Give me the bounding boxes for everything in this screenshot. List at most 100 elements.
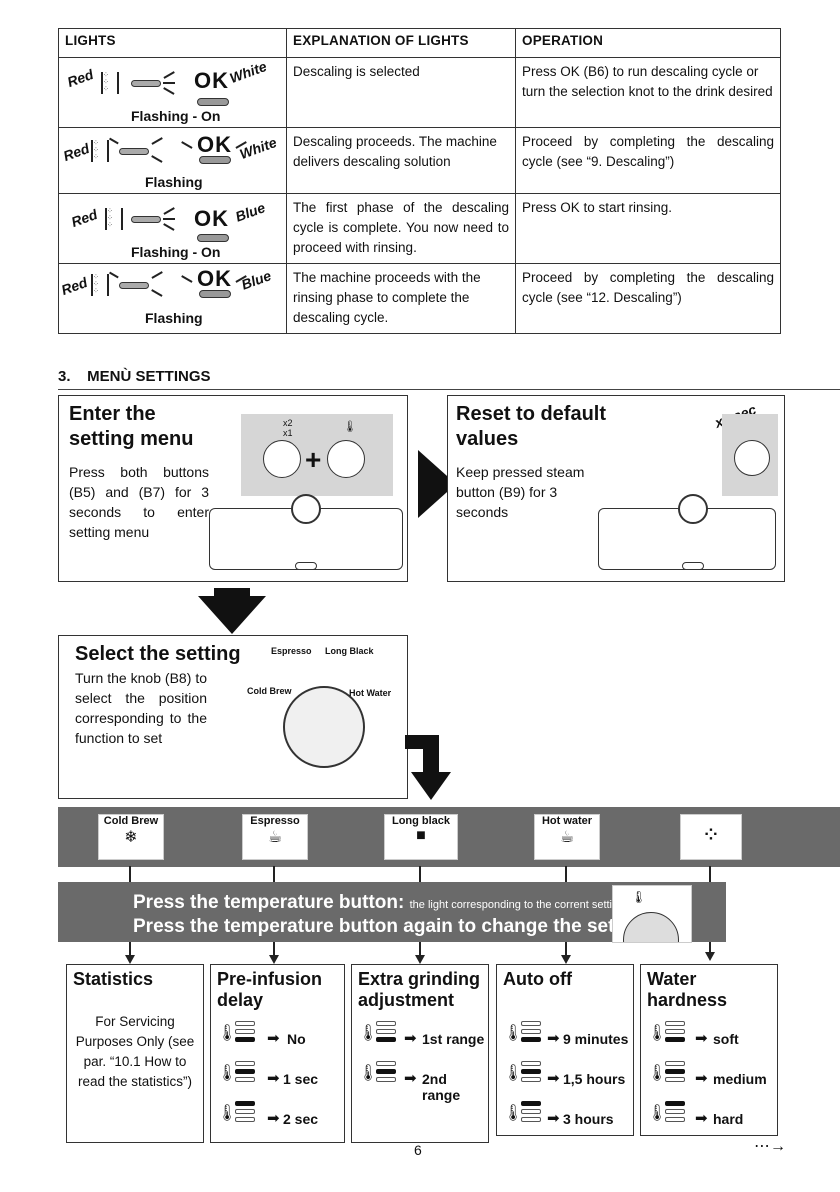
reset-text: Keep pressed steam button (B9) for 3 sec… — [456, 464, 585, 520]
tile-cold-brew: Cold Brew❄ — [98, 814, 164, 860]
arrow-icon: ➡ — [267, 1070, 280, 1087]
arrow-down-icon — [125, 955, 135, 964]
option-label: medium — [713, 1071, 767, 1087]
option-label: 1st range — [422, 1031, 485, 1047]
light-caption: Flashing - On — [131, 108, 221, 124]
explanation-cell: Descaling is selected — [286, 57, 516, 128]
reset-title: Reset to default values — [456, 403, 607, 450]
enter-setting-box: Enter the setting menu Press both button… — [58, 395, 408, 582]
option-label: hard — [713, 1111, 744, 1127]
arrow-icon: ➡ — [404, 1070, 417, 1087]
arrow-down-stem — [214, 588, 250, 596]
descale-icon: ⁘⁘⁘ — [91, 140, 109, 162]
thermometer-icon: 🌡 — [647, 1025, 668, 1042]
explanation-cell: The machine proceeds with the rinsing ph… — [286, 263, 516, 334]
descale-light — [131, 80, 161, 87]
header-lights: LIGHTS — [58, 28, 287, 58]
option-label: 2nd range — [422, 1071, 461, 1103]
tile-descale: ⁘ — [680, 814, 742, 860]
arrow-icon: ➡ — [404, 1030, 417, 1047]
card-title: Auto off — [503, 969, 572, 989]
option-label: 2 sec — [283, 1111, 319, 1127]
arrow-down-icon — [561, 955, 571, 964]
arrow-icon: ➡ — [267, 1030, 280, 1047]
operation-cell: Proceed by completing the descaling cycl… — [515, 263, 781, 334]
light-diagram: Red ⁘⁘⁘ OK Blue Flashing — [58, 263, 287, 334]
thermometer-icon: 🌡 — [217, 1065, 238, 1082]
tile-espresso: Espresso☕ — [242, 814, 308, 860]
steam-button — [734, 440, 770, 476]
select-text: Turn the knob (B8) to select the positio… — [75, 670, 207, 746]
card-extra-grinding: Extra grinding adjustment 🌡 ➡ 1st range … — [351, 964, 489, 1143]
light-diagram: Red ⁘⁘⁘ OK White Flashing - On — [58, 57, 287, 128]
arrow-down-icon — [269, 955, 279, 964]
operation-cell: Proceed by completing the descaling cycl… — [515, 127, 781, 194]
cup-size-button — [263, 440, 301, 478]
ok-label: OK — [197, 132, 232, 157]
explanation-cell: The first phase of the descaling cycle i… — [286, 193, 516, 264]
ok-light — [199, 156, 231, 164]
machine-slot — [682, 562, 704, 570]
option-label: No — [287, 1031, 306, 1047]
card-water-hardness: Water hardness 🌡 ➡ soft 🌡 ➡ medium 🌡 ➡ h… — [640, 964, 778, 1136]
lights-table: LIGHTS EXPLANATION OF LIGHTS OPERATION R… — [58, 28, 781, 334]
thermometer-icon: 🌡 — [217, 1105, 238, 1122]
ok-light — [197, 98, 229, 106]
descale-light — [119, 148, 149, 155]
thermometer-icon: 🌡 — [647, 1105, 668, 1122]
thermometer-icon: 🌡 — [343, 421, 357, 433]
arrow-icon: ➡ — [267, 1110, 280, 1127]
arrow-icon: ➡ — [695, 1110, 708, 1127]
section-divider — [58, 389, 840, 390]
header-explanation: EXPLANATION OF LIGHTS — [286, 28, 516, 58]
left-light-color: Red — [59, 273, 90, 299]
card-body: For Servicing Purposes Only (see par. “1… — [75, 1014, 195, 1089]
continue-arrow-icon: ⋯→ — [754, 1138, 786, 1155]
arrow-icon: ➡ — [547, 1070, 560, 1087]
option-label: 1 sec — [283, 1071, 319, 1087]
light-caption: Flashing — [145, 310, 203, 326]
dial-label-espresso: Espresso — [271, 646, 312, 656]
reset-setting-box: Reset to default values Keep pressed ste… — [447, 395, 785, 582]
tile-long-black: Long black■ — [384, 814, 458, 860]
machine-slot — [295, 562, 317, 570]
right-light-color: White — [227, 57, 269, 87]
left-light-color: Red — [61, 139, 92, 165]
descale-icon: ⁘⁘⁘ — [101, 72, 119, 94]
right-light-color: Blue — [233, 199, 268, 225]
right-light-color: White — [237, 133, 279, 163]
header-operation: OPERATION — [515, 28, 781, 58]
arrow-icon: ➡ — [547, 1110, 560, 1127]
card-pre-infusion: Pre-infusion delay 🌡 ➡ No 🌡 ➡ 1 sec 🌡 ➡ … — [210, 964, 345, 1143]
press-line1-note: the light corresponding to the corrent s… — [409, 899, 666, 911]
card-title: Statistics — [73, 969, 154, 989]
arrow-icon: ➡ — [547, 1030, 560, 1047]
card-auto-off: Auto off 🌡 ➡ 9 minutes 🌡 ➡ 1,5 hours 🌡 ➡… — [496, 964, 634, 1136]
dial-label-long-black: Long Black — [325, 646, 374, 656]
thermometer-icon: 🌡 — [358, 1065, 379, 1082]
descale-light — [119, 282, 149, 289]
page-number: 6 — [414, 1142, 422, 1158]
option-label: 3 hours — [563, 1111, 614, 1127]
option-label: soft — [713, 1031, 739, 1047]
tile-hot-water: Hot water☕ — [534, 814, 600, 860]
ok-label: OK — [197, 266, 232, 291]
option-label: 1,5 hours — [563, 1071, 626, 1087]
light-caption: Flashing — [145, 174, 203, 190]
section-title: 3. MENÙ SETTINGS — [58, 368, 211, 385]
descale-icon: ⁘⁘⁘ — [105, 208, 123, 230]
thermometer-icon: 🌡 — [217, 1025, 238, 1042]
light-caption: Flashing - On — [131, 244, 221, 260]
thermometer-icon: 🌡 — [358, 1025, 379, 1042]
left-light-color: Red — [65, 65, 96, 91]
light-diagram: Red ⁘⁘⁘ OK White Flashing — [58, 127, 287, 194]
plus-sign: + — [305, 444, 322, 475]
operation-cell: Press OK to start rinsing. — [515, 193, 781, 264]
thermometer-icon: 🌡 — [647, 1065, 668, 1082]
operation-cell: Press OK (B6) to run descaling cycle or … — [515, 57, 781, 128]
explanation-cell: Descaling proceeds. The machine delivers… — [286, 127, 516, 194]
ok-light — [197, 234, 229, 242]
x1-label: x1 — [283, 428, 293, 438]
select-setting-box: Select the setting Turn the knob (B8) to… — [58, 635, 408, 799]
thermometer-icon: 🌡 — [503, 1105, 524, 1122]
